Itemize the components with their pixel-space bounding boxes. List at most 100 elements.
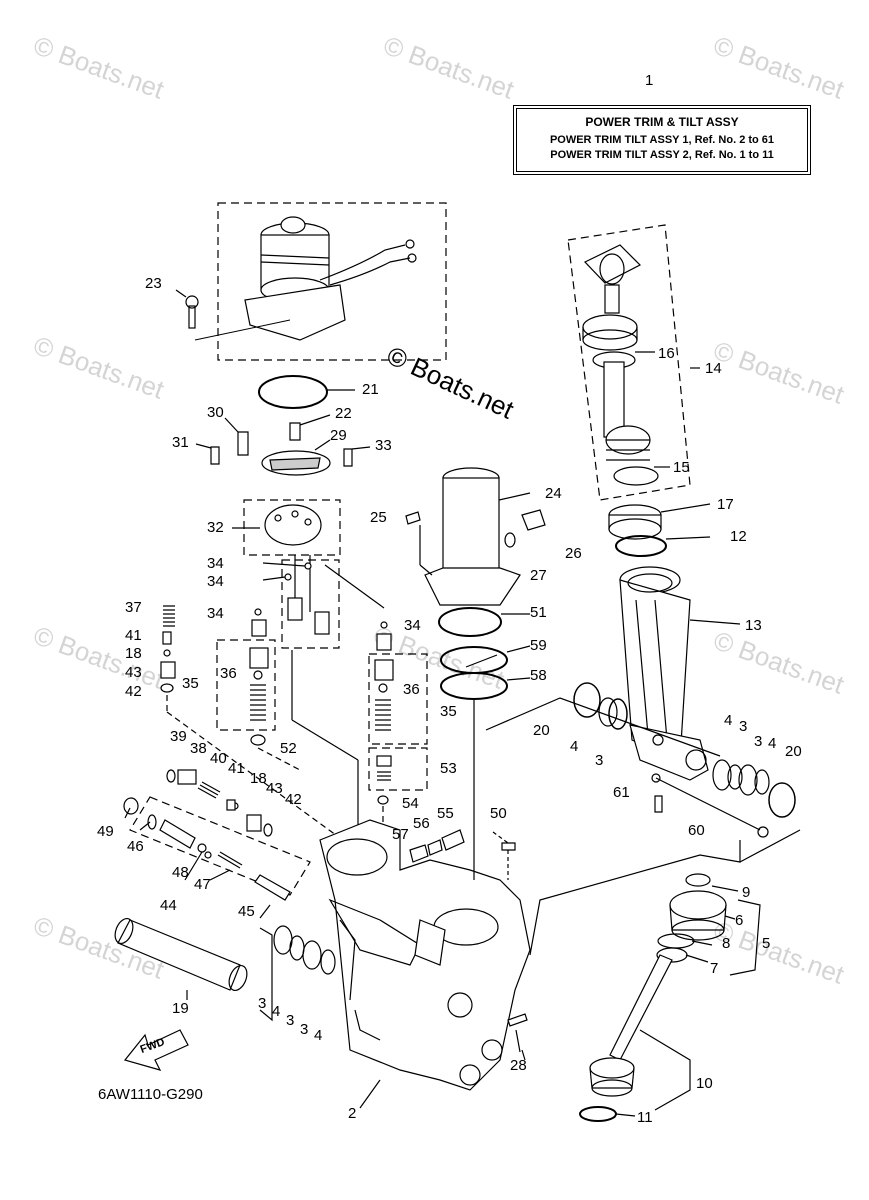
callout-3b: 3 — [286, 1012, 295, 1029]
o-ring-21 — [258, 375, 328, 409]
callout-16: 16 — [658, 345, 675, 362]
callout-54: 54 — [402, 795, 419, 812]
callout-34a: 34 — [207, 555, 224, 572]
callout-18b: 18 — [250, 770, 267, 787]
callout-28: 28 — [510, 1057, 527, 1074]
title-line-2: POWER TRIM TILT ASSY 2, Ref. No. 1 to 11 — [550, 149, 774, 161]
callout-11: 11 — [637, 1109, 653, 1126]
callout-57: 57 — [392, 826, 409, 843]
callout-19: 19 — [172, 1000, 189, 1017]
callout-20b: 20 — [785, 743, 802, 760]
group-box-44 — [129, 796, 311, 896]
callout-41a: 41 — [125, 627, 142, 644]
callout-6: 6 — [735, 912, 744, 929]
cylinder-13 — [619, 566, 741, 781]
pressure-valve-group-5 — [656, 873, 727, 963]
callout-40: 40 — [210, 750, 227, 767]
main-body-2 — [319, 819, 531, 1091]
motor-group-box — [217, 202, 447, 361]
callout-26: 26 — [565, 545, 582, 562]
callout-3d: 3 — [595, 752, 604, 769]
fwd-arrow — [123, 1029, 189, 1071]
callout-34c: 34 — [207, 605, 224, 622]
diagram-code: 6AW1110-G290 — [98, 1086, 203, 1103]
motor-illustration — [244, 216, 417, 341]
piston-10 — [589, 954, 673, 1097]
callout-58: 58 — [530, 667, 547, 684]
callout-15: 15 — [673, 459, 690, 476]
callout-10: 10 — [696, 1075, 713, 1092]
title-text: POWER TRIM & TILT ASSY — [585, 115, 739, 129]
screw-23 — [175, 289, 291, 341]
callout-29: 29 — [330, 427, 347, 444]
o-ring-58 — [440, 672, 508, 700]
callout-17: 17 — [717, 496, 734, 513]
callout-61: 61 — [613, 784, 630, 801]
callout-56: 56 — [413, 815, 430, 832]
callout-14: 14 — [705, 360, 722, 377]
callout-27: 27 — [530, 567, 547, 584]
group-box-14 — [567, 224, 691, 501]
callout-53: 53 — [440, 760, 457, 777]
callout-42a: 42 — [125, 683, 142, 700]
callout-50: 50 — [490, 805, 507, 822]
callout-4b: 4 — [314, 1027, 323, 1044]
callout-36a: 36 — [220, 665, 237, 682]
callout-43a: 43 — [125, 664, 142, 681]
callout-18a: 18 — [125, 645, 142, 662]
callout-31: 31 — [172, 434, 189, 451]
callout-25: 25 — [370, 509, 387, 526]
callout-4e: 4 — [768, 735, 777, 752]
callout-55: 55 — [437, 805, 454, 822]
o-ring-51 — [438, 607, 502, 637]
callout-8: 8 — [722, 935, 731, 952]
callout-36b: 36 — [403, 681, 420, 698]
callout-59: 59 — [530, 637, 547, 654]
callout-49: 49 — [97, 823, 114, 840]
callout-3f: 3 — [754, 733, 763, 750]
ref-number-1: 1 — [645, 72, 654, 89]
callout-20a: 20 — [533, 722, 550, 739]
callout-34d: 34 — [404, 617, 421, 634]
callout-34b: 34 — [207, 573, 224, 590]
callout-12: 12 — [730, 528, 747, 545]
callout-51: 51 — [530, 604, 547, 621]
valve-group-box-53 — [368, 747, 428, 791]
reservoir-24 — [424, 467, 531, 606]
callout-23: 23 — [145, 275, 162, 292]
callout-32: 32 — [207, 519, 224, 536]
callout-46: 46 — [127, 838, 144, 855]
callout-48: 48 — [172, 864, 189, 881]
callout-13: 13 — [745, 617, 762, 634]
title-line-1: POWER TRIM TILT ASSY 1, Ref. No. 2 to 61 — [549, 134, 775, 146]
callout-3c: 3 — [300, 1021, 309, 1038]
callout-47: 47 — [194, 876, 211, 893]
callout-42b: 42 — [285, 791, 302, 808]
callout-33: 33 — [375, 437, 392, 454]
title-box: POWER TRIM & TILT ASSY POWER TRIM TILT A… — [513, 105, 811, 175]
callout-4a: 4 — [272, 1003, 281, 1020]
callout-38: 38 — [190, 740, 207, 757]
callout-21: 21 — [362, 381, 379, 398]
callout-39: 39 — [170, 728, 187, 745]
valve-group-box-35-left — [216, 639, 276, 731]
callout-35a: 35 — [182, 675, 199, 692]
callout-7: 7 — [710, 960, 719, 977]
callout-5: 5 — [762, 935, 771, 952]
callout-22: 22 — [335, 405, 352, 422]
callout-4c: 4 — [570, 738, 579, 755]
callout-3a: 3 — [258, 995, 267, 1012]
callout-44: 44 — [160, 897, 177, 914]
callout-30: 30 — [207, 404, 224, 421]
callout-37: 37 — [125, 599, 142, 616]
callout-35b: 35 — [440, 703, 457, 720]
callout-45: 45 — [238, 903, 255, 920]
valve-group-box-35-right — [368, 653, 428, 745]
callout-4d: 4 — [724, 712, 733, 729]
cylinder-19 — [114, 917, 248, 992]
callout-3e: 3 — [739, 718, 748, 735]
ring-59 — [440, 646, 508, 674]
callout-41b: 41 — [228, 760, 245, 777]
callout-9: 9 — [742, 884, 751, 901]
